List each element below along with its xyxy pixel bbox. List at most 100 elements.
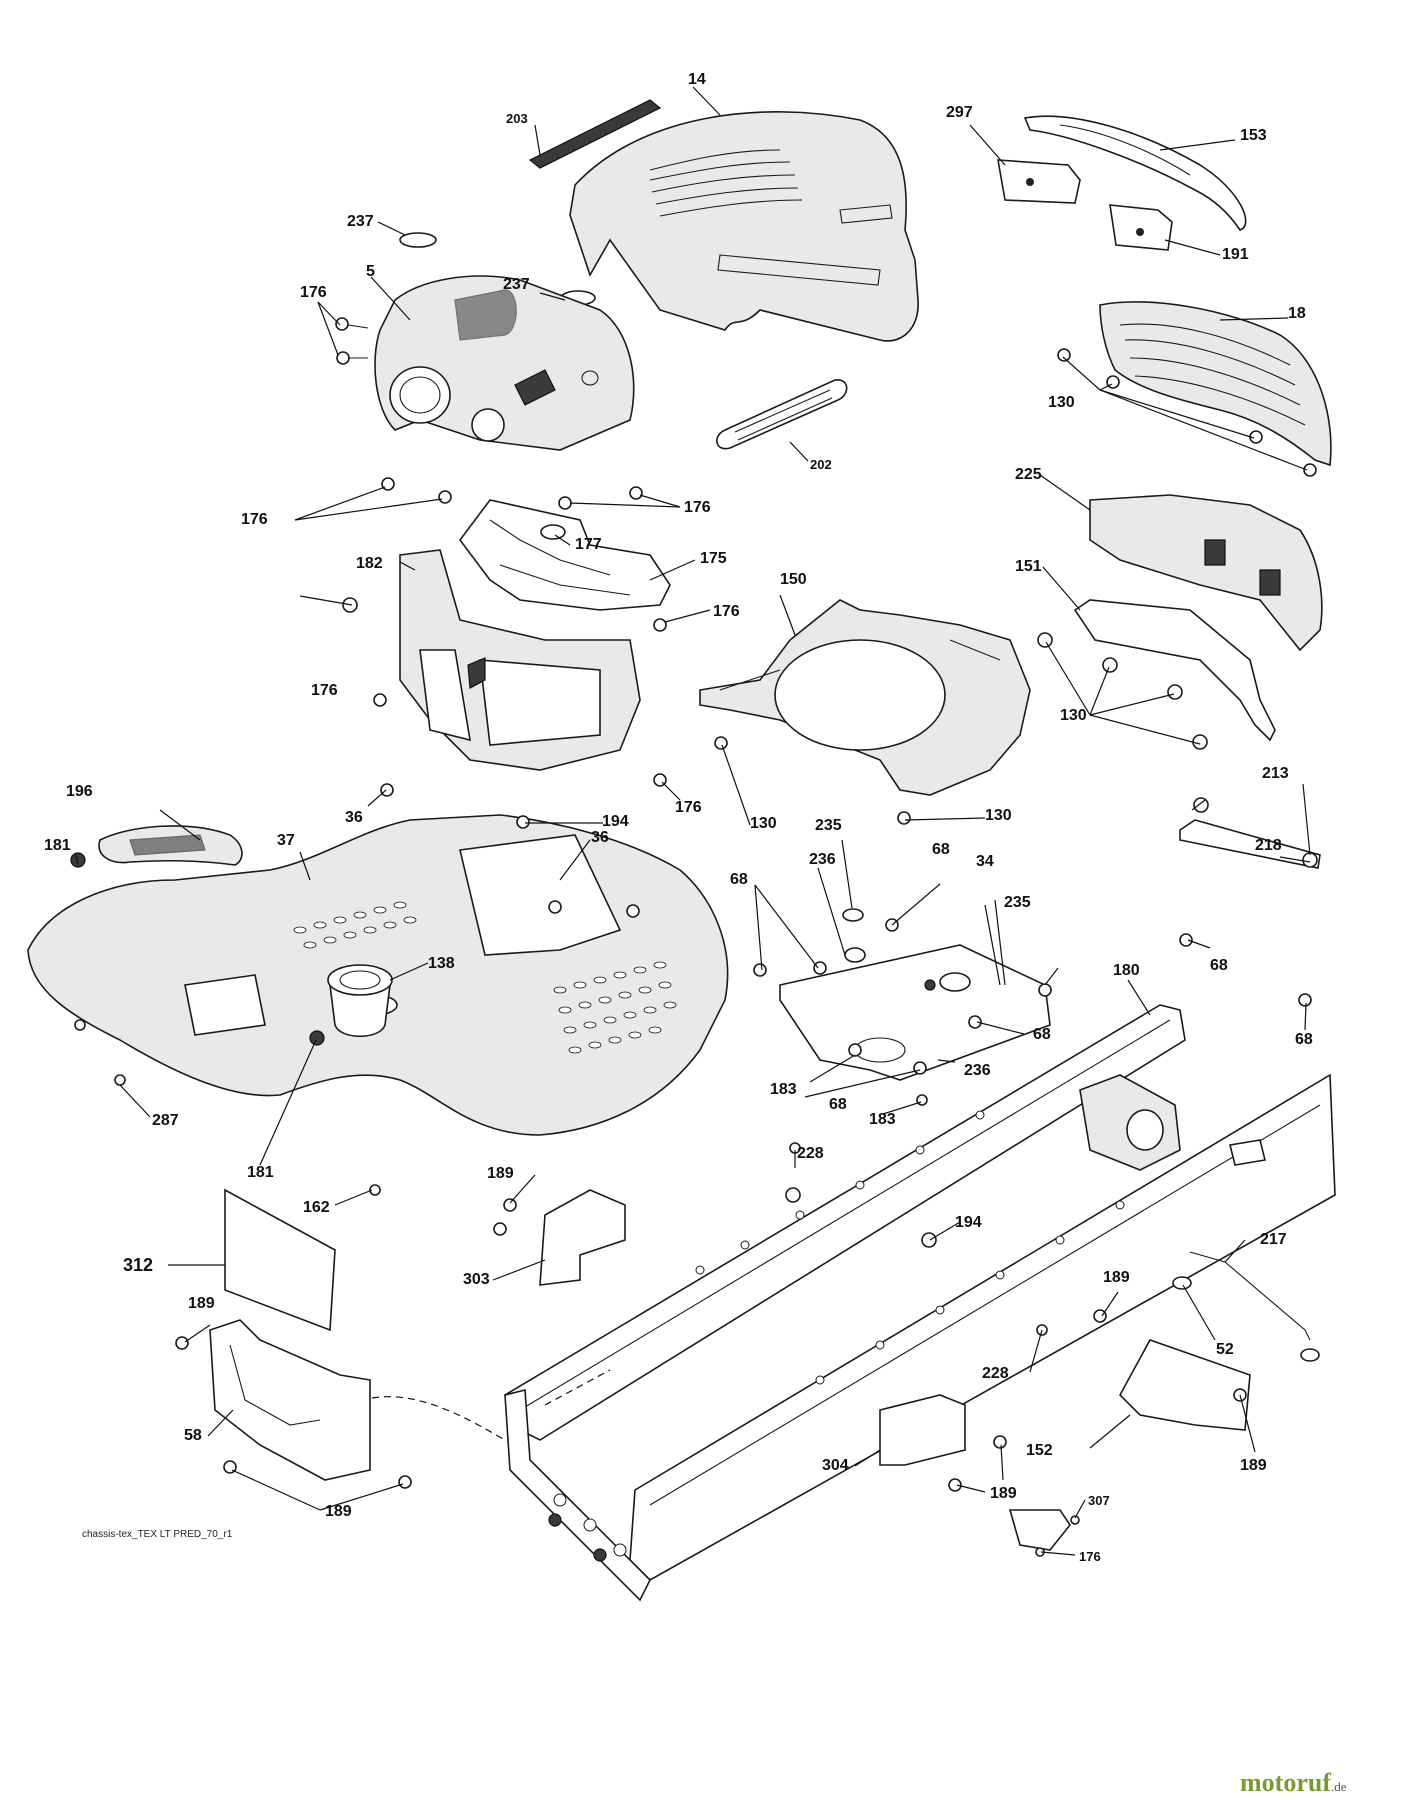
- label-part-176-d: 176: [713, 603, 740, 620]
- foam-block-191: [1109, 204, 1173, 251]
- label-part-287: 287: [152, 1112, 179, 1129]
- bracket-303: [539, 1189, 626, 1286]
- frame-holes: [548, 1110, 1125, 1562]
- label-part-180: 180: [1113, 962, 1140, 979]
- label-part-189-c: 189: [188, 1295, 215, 1312]
- label-part-181-b: 181: [247, 1164, 274, 1181]
- label-part-14: 14: [688, 71, 706, 88]
- label-part-218: 218: [1255, 837, 1282, 854]
- label-part-130-a: 130: [1048, 394, 1075, 411]
- label-part-176-a: 176: [300, 284, 327, 301]
- label-part-183-b: 183: [869, 1111, 896, 1128]
- label-part-304: 304: [822, 1457, 849, 1474]
- label-part-182: 182: [356, 555, 383, 572]
- label-part-196: 196: [66, 783, 93, 800]
- label-part-130-c: 130: [750, 815, 777, 832]
- bracket-58: [209, 1319, 371, 1481]
- label-part-235-b: 235: [1004, 894, 1031, 911]
- label-part-217: 217: [1260, 1231, 1287, 1248]
- panel-312: [224, 1188, 336, 1332]
- label-part-297: 297: [946, 104, 973, 121]
- label-part-68-d: 68: [1033, 1026, 1051, 1043]
- screws-176-upper: [335, 317, 643, 510]
- label-part-303: 303: [463, 1271, 490, 1288]
- label-part-36-a: 36: [345, 809, 363, 826]
- bracket-151: [1073, 599, 1276, 742]
- label-part-176-b: 176: [684, 499, 711, 516]
- label-part-236-b: 236: [964, 1062, 991, 1079]
- side-vent: [716, 379, 848, 450]
- label-part-138: 138: [428, 955, 455, 972]
- label-part-176-e: 176: [311, 682, 338, 699]
- diagram-caption: chassis-tex_TEX LT PRED_70_r1: [82, 1529, 233, 1540]
- label-part-5: 5: [366, 263, 375, 280]
- top-grille-strip: [528, 99, 662, 169]
- label-part-237-b: 237: [503, 276, 530, 293]
- support-bracket-175: [459, 499, 671, 611]
- label-part-176-f: 176: [675, 799, 702, 816]
- foam-block-297: [997, 159, 1081, 204]
- bracket-218: [1179, 819, 1321, 869]
- label-part-177: 177: [575, 536, 602, 553]
- label-part-68-f: 68: [829, 1096, 847, 1113]
- battery-tray-150: [699, 599, 1031, 796]
- label-part-213: 213: [1262, 765, 1289, 782]
- dashed-connector: [371, 1396, 506, 1441]
- label-part-228-a: 228: [797, 1145, 824, 1162]
- label-part-235-a: 235: [815, 817, 842, 834]
- label-part-236-a: 236: [809, 851, 836, 868]
- label-part-37: 37: [277, 832, 295, 849]
- dash-panel: [374, 275, 635, 451]
- label-part-228-b: 228: [982, 1365, 1009, 1382]
- watermark-brand: motoruf: [1240, 1768, 1331, 1797]
- label-part-150: 150: [780, 571, 807, 588]
- bumper-225: [1089, 494, 1323, 652]
- fender-vent-holes: [293, 901, 677, 1054]
- spacer-235: [842, 908, 864, 922]
- label-part-68-e: 68: [1295, 1031, 1313, 1048]
- label-part-130-b: 130: [1060, 707, 1087, 724]
- label-part-312: 312: [123, 1255, 154, 1275]
- hood-part: [569, 111, 919, 342]
- label-part-130-d: 130: [985, 807, 1012, 824]
- label-part-176-g: 176: [1079, 1549, 1101, 1564]
- label-part-68-a: 68: [932, 841, 950, 858]
- label-part-203: 203: [506, 111, 528, 126]
- guard-152: [1119, 1339, 1251, 1431]
- label-part-68-b: 68: [730, 871, 748, 888]
- label-part-176-c: 176: [241, 511, 268, 528]
- label-part-153: 153: [1240, 127, 1267, 144]
- label-part-189-a: 189: [487, 1165, 514, 1182]
- watermark-logo: motoruf.de: [1240, 1768, 1347, 1798]
- boot-138: [327, 964, 393, 1037]
- label-part-191: 191: [1222, 246, 1249, 263]
- frame-rail-180: [503, 1004, 1336, 1602]
- dash-frame-182: [399, 549, 641, 771]
- label-part-152: 152: [1026, 1442, 1053, 1459]
- label-part-34: 34: [976, 853, 994, 870]
- bracket-304: [879, 1394, 966, 1466]
- label-part-181-a: 181: [44, 837, 71, 854]
- label-part-18: 18: [1288, 305, 1306, 322]
- label-part-52: 52: [1216, 1341, 1234, 1358]
- label-part-307: 307: [1088, 1493, 1110, 1508]
- label-part-194-a: 194: [602, 813, 629, 830]
- label-part-189-f: 189: [325, 1503, 352, 1520]
- label-part-225: 225: [1015, 466, 1042, 483]
- rod-217: [1189, 1251, 1311, 1341]
- grille-trim-153: [1023, 115, 1247, 231]
- label-part-36-b: 36: [591, 829, 609, 846]
- label-part-189-b: 189: [1103, 1269, 1130, 1286]
- bushing-177: [540, 524, 566, 540]
- label-part-237-a: 237: [347, 213, 374, 230]
- label-part-175: 175: [700, 550, 727, 567]
- label-part-162: 162: [303, 1199, 330, 1216]
- label-part-189-e: 189: [990, 1485, 1017, 1502]
- label-part-183-a: 183: [770, 1081, 797, 1098]
- label-part-202: 202: [810, 457, 832, 472]
- label-part-189-d: 189: [1240, 1457, 1267, 1474]
- mounting-plate-34: [779, 944, 1051, 1081]
- watermark-tld: .de: [1330, 1779, 1347, 1794]
